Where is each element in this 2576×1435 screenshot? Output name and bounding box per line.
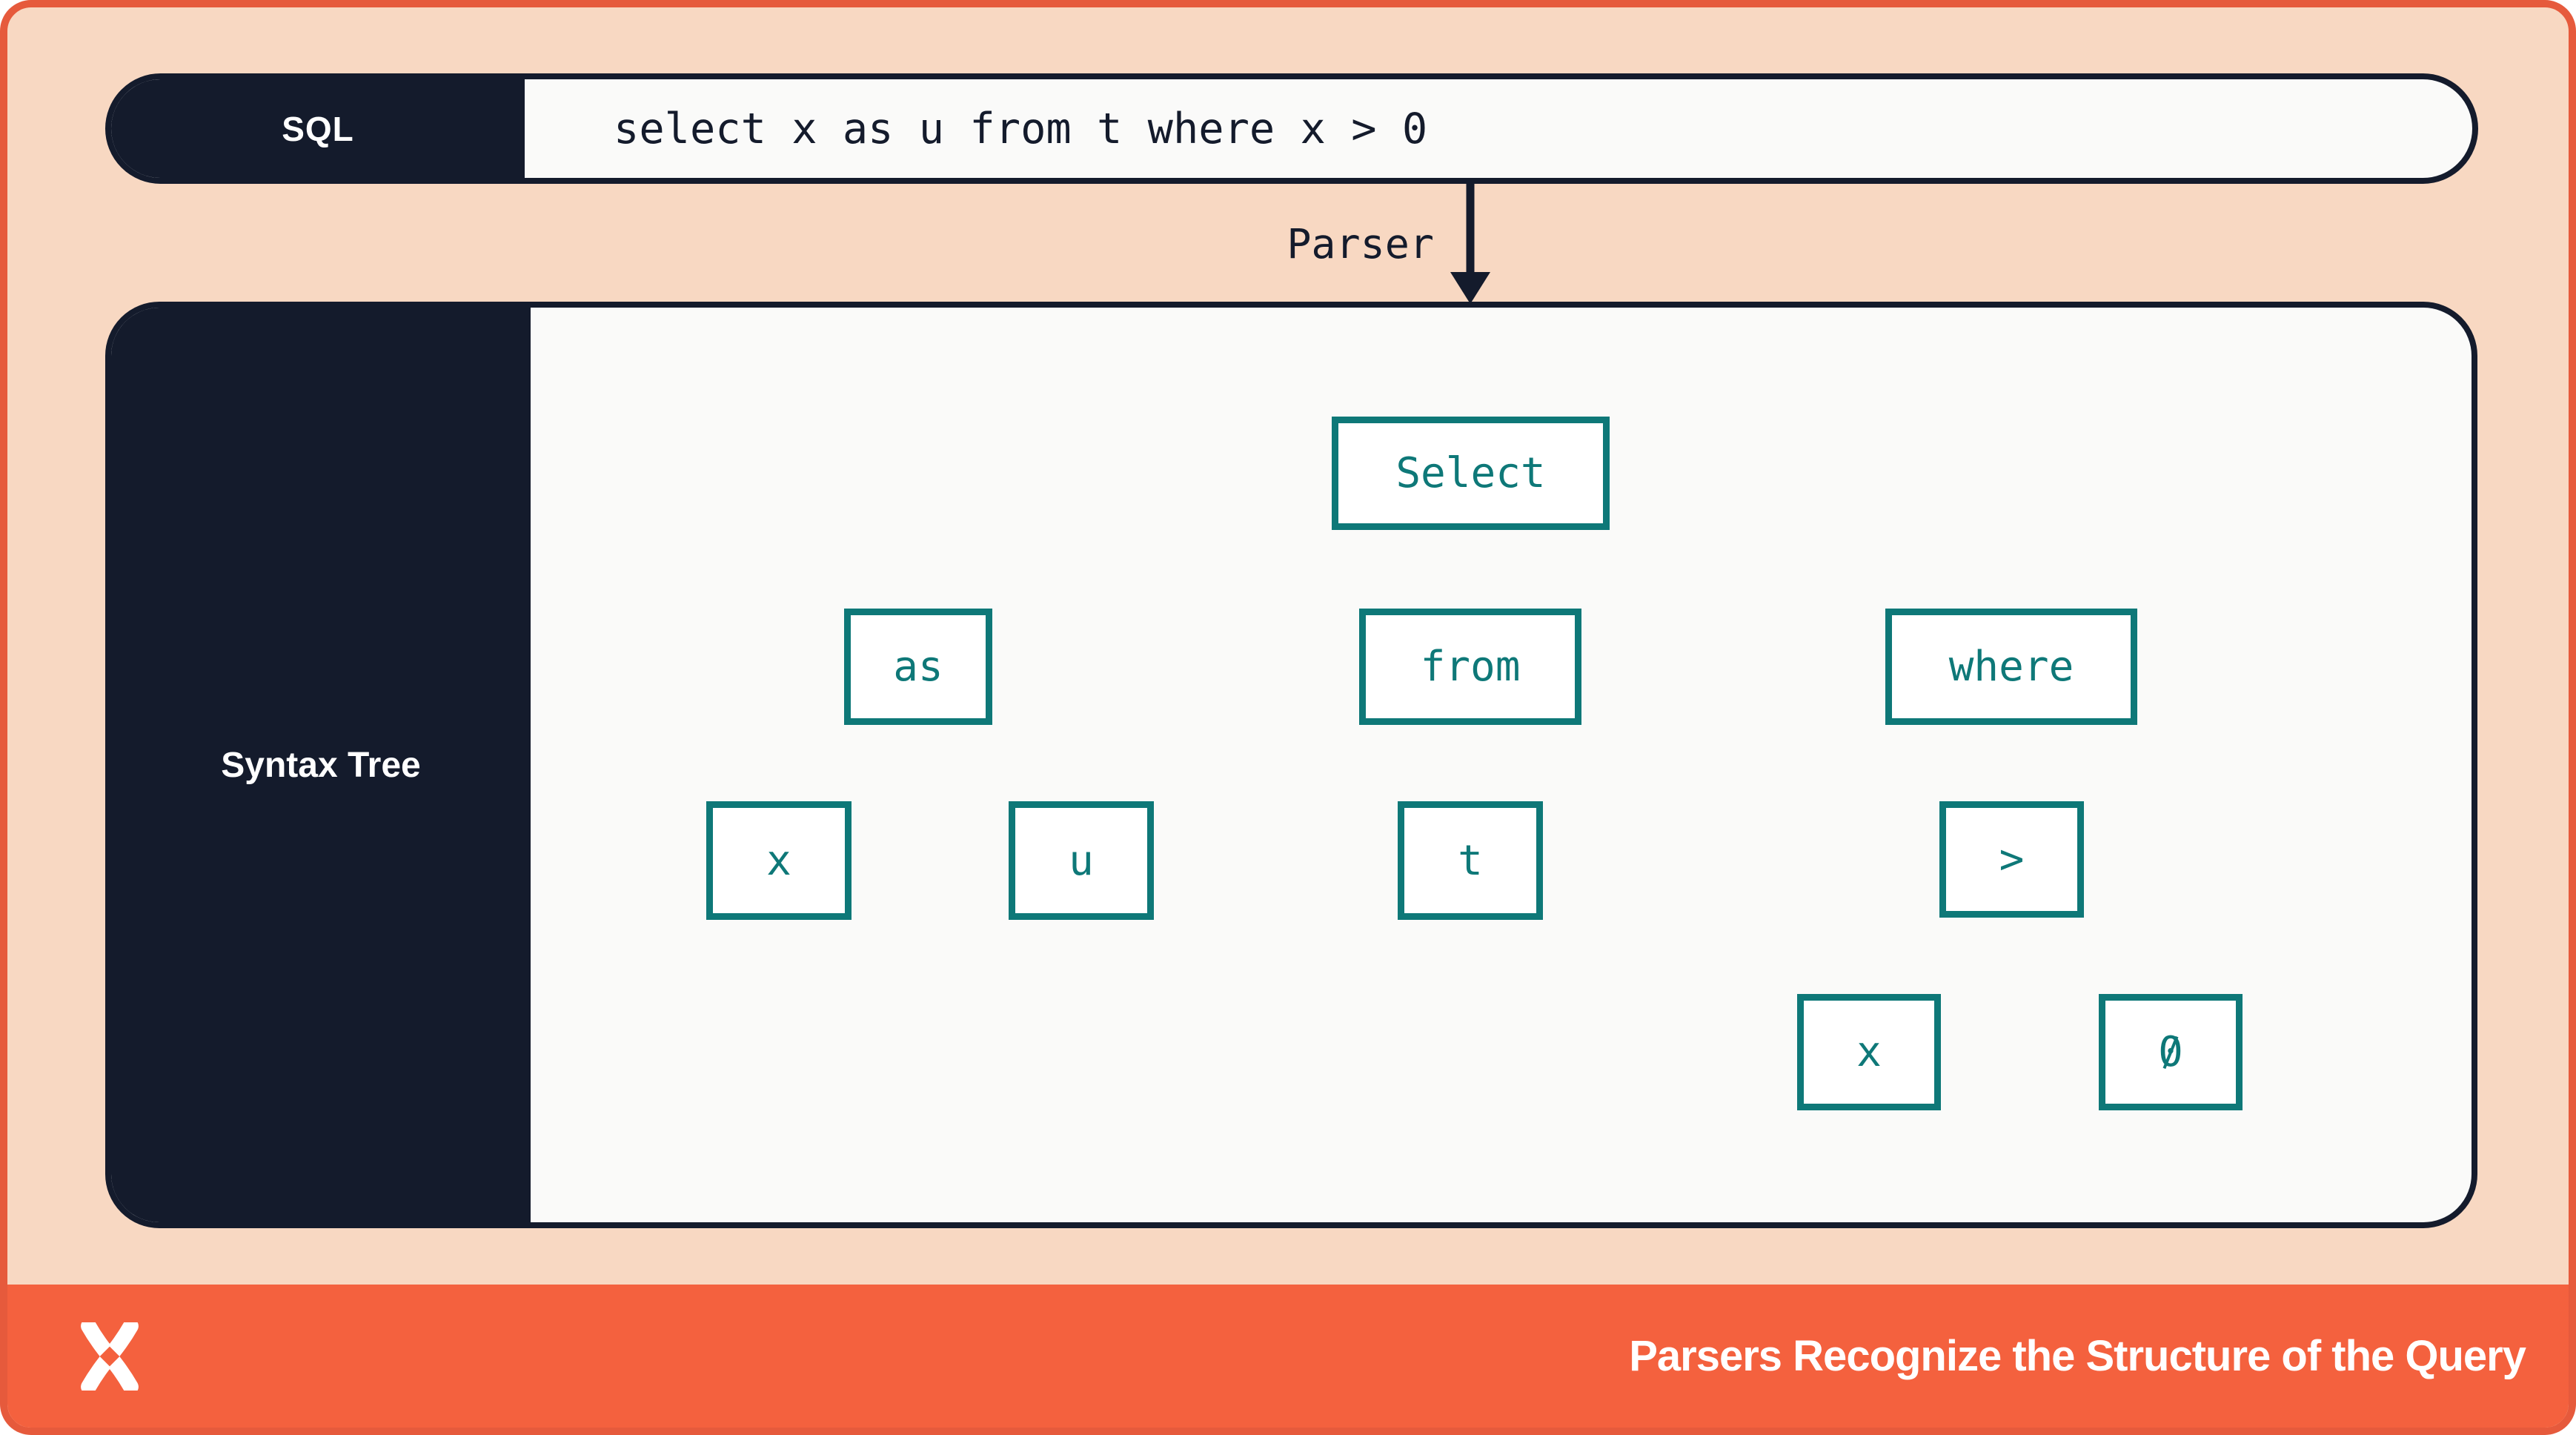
tree-node-gt: > bbox=[1939, 801, 2084, 918]
tree-node-u: u bbox=[1009, 801, 1154, 920]
sql-code: select x as u from t where x > 0 bbox=[614, 104, 1428, 153]
syntax-tree-panel-label-text: Syntax Tree bbox=[221, 745, 421, 785]
tree-node-zero: 0 bbox=[2099, 994, 2243, 1110]
tree-node-x-under-gt: x bbox=[1797, 994, 1941, 1110]
parser-label: Parser bbox=[1287, 220, 1434, 268]
sql-bar: SQL select x as u from t where x > 0 bbox=[105, 73, 2478, 184]
tree-node-t: t bbox=[1398, 801, 1543, 920]
x-logo-icon bbox=[81, 1322, 139, 1391]
footer-caption: Parsers Recognize the Structure of the Q… bbox=[1629, 1332, 2526, 1380]
syntax-tree-panel-label: Syntax Tree bbox=[111, 308, 531, 1222]
tree-node-where: where bbox=[1885, 609, 2137, 725]
tree-node-as: as bbox=[844, 609, 992, 725]
footer-band: Parsers Recognize the Structure of the Q… bbox=[7, 1285, 2569, 1428]
tree-node-from: from bbox=[1359, 609, 1581, 725]
tree-node-select: Select bbox=[1332, 417, 1610, 530]
tree-node-x-under-as: x bbox=[706, 801, 852, 920]
sql-bar-label: SQL bbox=[111, 79, 525, 178]
syntax-tree-panel: Syntax Tree bbox=[105, 302, 2477, 1228]
sql-bar-label-text: SQL bbox=[282, 109, 354, 148]
